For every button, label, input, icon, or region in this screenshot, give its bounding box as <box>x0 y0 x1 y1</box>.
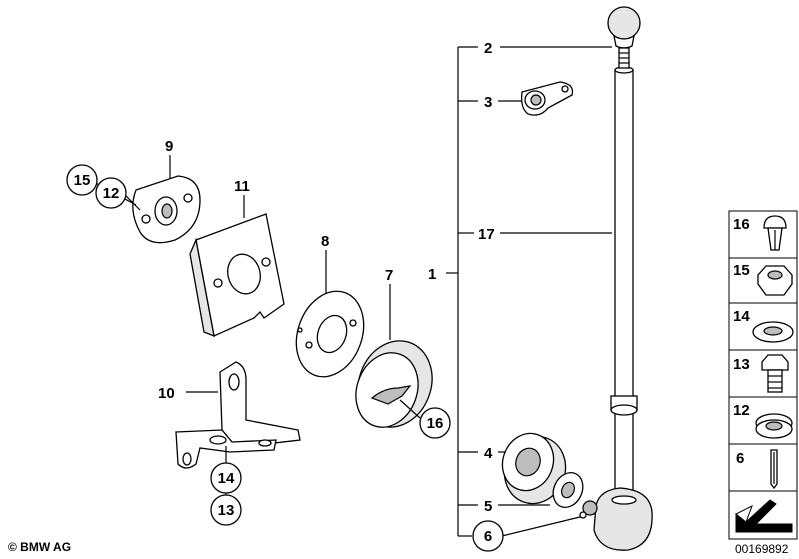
legend-item-13: 13 <box>728 349 798 398</box>
shift-lever-rod <box>579 6 653 551</box>
bushing-part <box>501 432 567 505</box>
svg-text:16: 16 <box>427 415 444 432</box>
clamp-part <box>520 81 574 116</box>
plate-part <box>132 155 201 244</box>
callout-circle-6: 6 <box>472 520 504 552</box>
svg-text:6: 6 <box>736 450 744 467</box>
callout-circle-15: 15 <box>66 164 98 196</box>
svg-text:15: 15 <box>74 172 91 189</box>
callout-7: 7 <box>385 267 393 284</box>
svg-text:12: 12 <box>733 402 750 419</box>
callout-circle-13: 13 <box>210 494 242 526</box>
mount-bracket-part <box>175 361 301 469</box>
callout-10: 10 <box>158 385 175 402</box>
callout-circle-14: 14 <box>210 462 242 494</box>
angle-bracket-part <box>189 195 285 338</box>
washer-part <box>552 471 584 509</box>
svg-text:12: 12 <box>103 185 120 202</box>
legend-item-12: 12 <box>728 396 798 445</box>
svg-text:13: 13 <box>733 356 750 373</box>
callout-17: 17 <box>478 226 495 243</box>
legend-item-14: 14 <box>728 302 798 351</box>
copyright-text: © BMW AG <box>8 540 72 554</box>
callout-11: 11 <box>234 178 250 195</box>
image-number: 00169892 <box>735 542 789 556</box>
callout-1: 1 <box>428 266 436 283</box>
legend: 16 15 14 13 <box>728 210 798 540</box>
callout-5: 5 <box>484 498 492 515</box>
callout-circle-16: 16 <box>419 407 451 439</box>
leader-bracket <box>446 46 612 537</box>
rubber-bearing-part <box>355 284 433 428</box>
svg-text:6: 6 <box>484 528 492 545</box>
callout-3: 3 <box>484 94 492 111</box>
callout-9: 9 <box>165 138 173 155</box>
seal-ring-part <box>295 250 365 378</box>
svg-text:14: 14 <box>218 470 235 487</box>
callout-2: 2 <box>484 40 492 57</box>
callout-8: 8 <box>321 233 329 250</box>
callout-4: 4 <box>484 445 493 462</box>
arrow-icon <box>735 499 793 533</box>
legend-item-6: 6 <box>728 443 798 492</box>
svg-text:16: 16 <box>733 216 750 233</box>
callout-circle-12: 12 <box>95 177 127 209</box>
legend-item-16: 16 <box>728 210 798 259</box>
legend-item-15: 15 <box>728 257 798 304</box>
svg-text:15: 15 <box>733 262 750 279</box>
svg-text:14: 14 <box>733 308 750 325</box>
svg-text:13: 13 <box>218 502 235 519</box>
legend-arrow-box <box>728 490 798 540</box>
